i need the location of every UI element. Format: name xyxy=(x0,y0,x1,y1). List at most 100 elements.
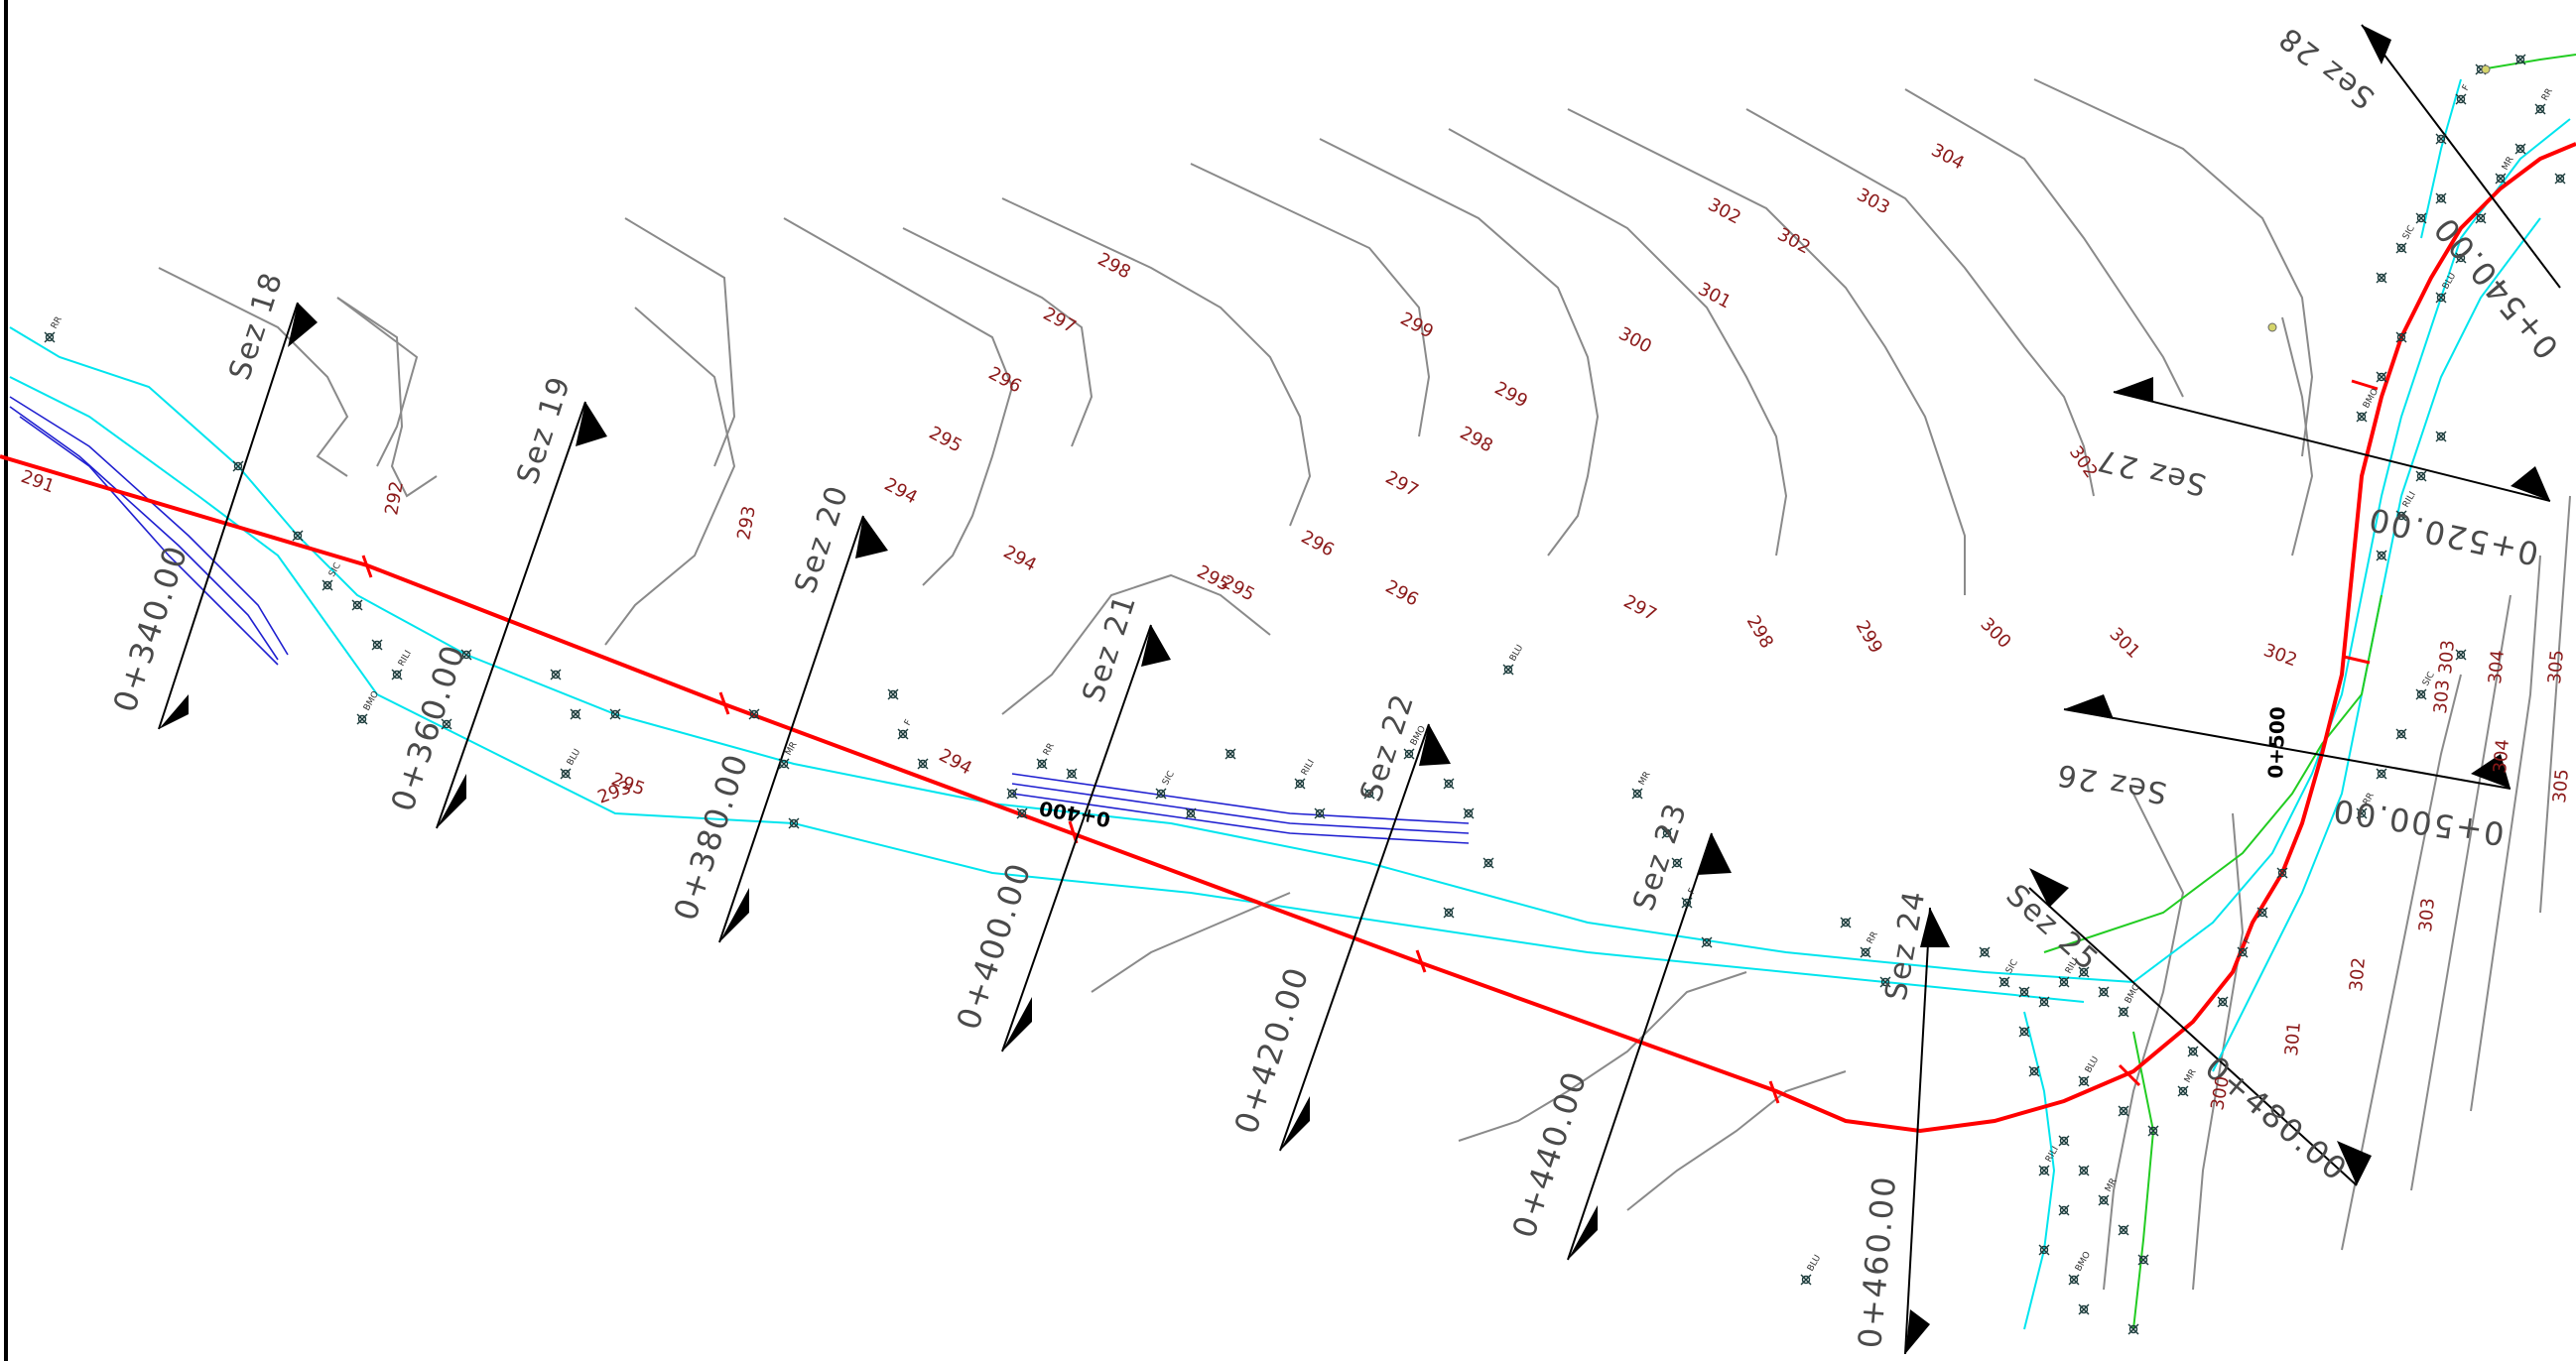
survey-point xyxy=(2177,1085,2189,1097)
channel-line xyxy=(1011,793,1470,844)
channel-line xyxy=(1011,783,1470,834)
survey-point xyxy=(2455,252,2467,264)
section-label: Sez 28 xyxy=(2271,19,2382,115)
elevation-label: 300 xyxy=(2207,1074,2234,1111)
survey-point xyxy=(44,331,56,343)
survey-point xyxy=(2068,1274,2080,1286)
point-code-label: RR xyxy=(1866,930,1880,946)
section-arrow xyxy=(2029,868,2069,908)
section-arrow xyxy=(159,694,189,729)
survey-point xyxy=(2098,986,2110,998)
road-edge-upper xyxy=(9,326,2134,983)
channel-line xyxy=(1011,773,1470,824)
chainage-label: 0+340.00 xyxy=(105,540,194,716)
survey-point xyxy=(2395,728,2407,740)
survey-point xyxy=(460,649,472,661)
elevation-label: 292 xyxy=(381,479,408,516)
point-code-label: RILI xyxy=(2044,1145,2061,1164)
elevation-label: 299 xyxy=(1397,309,1437,343)
point-code-label: SIC xyxy=(2004,958,2020,976)
survey-point xyxy=(2395,510,2407,522)
contour-line xyxy=(336,297,419,467)
survey-point xyxy=(1661,827,1673,839)
chainage-label: 0+440.00 xyxy=(1504,1065,1594,1242)
alignment-tick xyxy=(2343,655,2371,665)
section-arrow xyxy=(1141,625,1171,667)
road-edge-far-right xyxy=(2420,78,2462,239)
survey-point xyxy=(2058,976,2070,988)
section-line-19 xyxy=(436,401,586,829)
alignment-tick xyxy=(1415,949,1427,973)
survey-point xyxy=(2118,1105,2129,1117)
green-edge-line xyxy=(2043,594,2383,953)
contour-elevation-labels: 291 292 293 293 294 294 294 295 295 295 … xyxy=(18,140,2573,1112)
chainage-label: 0+520.00 xyxy=(2364,500,2541,573)
survey-point xyxy=(2376,272,2387,284)
survey-point xyxy=(2078,1303,2090,1315)
elevation-label: 303 xyxy=(2430,679,2454,714)
survey-point xyxy=(1314,807,1326,819)
contour-lines xyxy=(158,78,2571,1291)
elevation-label: 300 xyxy=(1615,323,1655,358)
survey-point xyxy=(2137,1254,2149,1266)
point-code-label: F xyxy=(1687,887,1698,896)
survey-point xyxy=(2395,331,2407,343)
section-arrow xyxy=(576,402,607,446)
chainage-label: 0+380.00 xyxy=(666,748,755,925)
point-code-label: RILI xyxy=(1300,758,1317,777)
section-arrow xyxy=(2362,25,2391,64)
survey-point xyxy=(1155,788,1167,800)
survey-point xyxy=(570,708,581,720)
survey-point xyxy=(1681,897,1693,909)
survey-point xyxy=(2376,550,2387,561)
survey-point xyxy=(1403,748,1415,760)
survey-point xyxy=(2376,371,2387,383)
point-code-label: SIC xyxy=(2401,224,2417,242)
contour-line xyxy=(2103,793,2185,1291)
survey-point xyxy=(2038,1244,2050,1256)
alignment-tick xyxy=(361,555,373,578)
road-edge-right-1 xyxy=(2132,356,2422,983)
point-code-label: MR xyxy=(1637,770,1653,787)
survey-point xyxy=(2028,1065,2040,1077)
section-label: Sez 18 xyxy=(222,267,290,384)
channel-lines xyxy=(9,396,1470,844)
elevation-label: 298 xyxy=(1457,423,1496,457)
survey-point xyxy=(2276,867,2288,879)
survey-point xyxy=(292,530,304,542)
survey-point xyxy=(2415,470,2427,482)
point-code-label: RR xyxy=(50,315,64,331)
point-code-label: BMO xyxy=(2074,1250,2093,1273)
survey-point xyxy=(1463,807,1475,819)
survey-point xyxy=(2118,1006,2129,1018)
chainage-label: 0+500.00 xyxy=(2329,792,2507,853)
survey-point xyxy=(550,669,562,680)
contour-line xyxy=(624,217,736,467)
section-label: Sez 20 xyxy=(788,480,855,597)
green-edge-line xyxy=(2480,54,2576,70)
contour-line xyxy=(2033,78,2314,457)
survey-point xyxy=(1036,758,1048,770)
contour-line xyxy=(604,307,736,646)
elevation-label: 305 xyxy=(2544,649,2568,684)
elevation-label: 301 xyxy=(2105,624,2143,663)
survey-point xyxy=(2435,292,2447,304)
elevation-label: 295 xyxy=(926,423,966,457)
survey-point-highlight xyxy=(2267,322,2277,332)
section-label: Sez 22 xyxy=(1353,688,1421,805)
survey-point xyxy=(1482,857,1494,869)
contour-line xyxy=(1745,108,2095,497)
alignment-line xyxy=(0,142,2576,1134)
contour-line xyxy=(158,267,349,477)
section-line-20 xyxy=(718,515,864,943)
section-line-24 xyxy=(1904,907,1931,1355)
section-arrow xyxy=(1905,1309,1930,1354)
road-edge-bottom xyxy=(2023,1011,2056,1330)
survey-point xyxy=(2415,212,2427,224)
section-arrow xyxy=(288,303,318,347)
survey-point xyxy=(2078,1165,2090,1176)
section-line-28 xyxy=(2361,24,2561,289)
point-code-label: BLU xyxy=(1508,643,1525,663)
